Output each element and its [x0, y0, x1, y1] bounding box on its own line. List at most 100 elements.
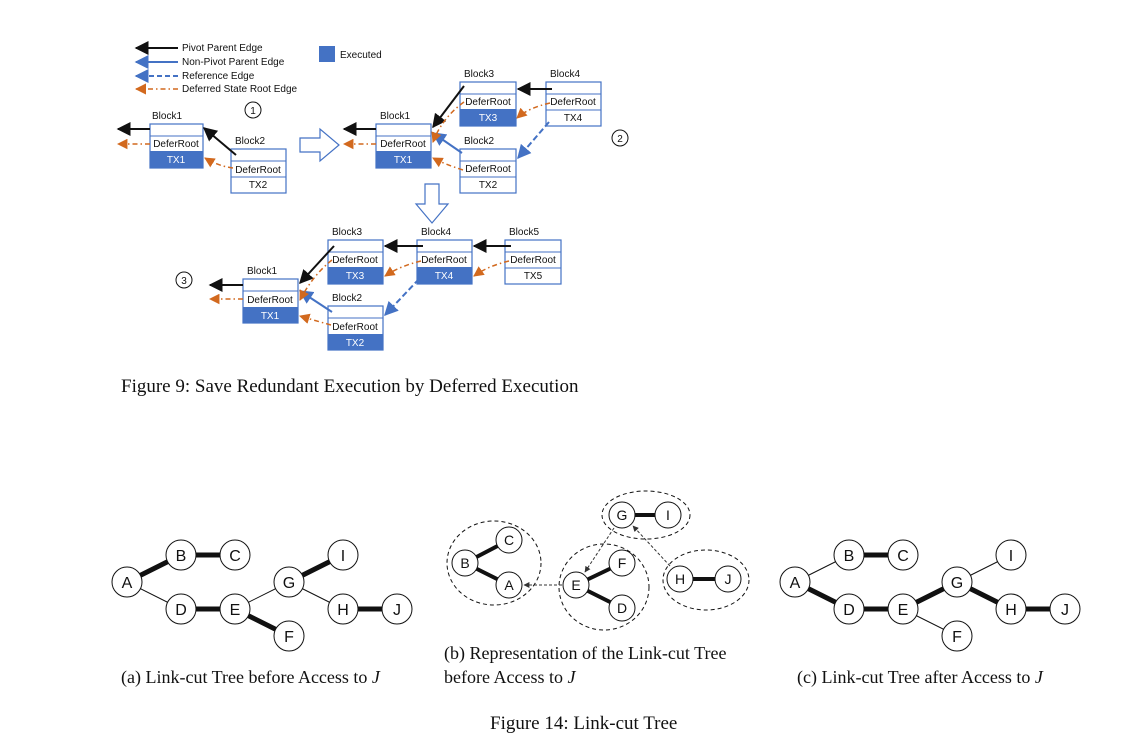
svg-text:C: C	[897, 548, 909, 565]
svg-text:G: G	[283, 575, 295, 592]
tx-cell-executed	[460, 109, 516, 126]
svg-text:I: I	[341, 548, 345, 565]
tree-node: G	[608, 501, 636, 529]
deferroot-cell: DeferRoot	[465, 97, 511, 108]
tree-node: I	[654, 501, 682, 529]
step-2-marker	[611, 129, 629, 147]
tree-node: F	[273, 620, 305, 652]
svg-text:J: J	[1061, 602, 1069, 619]
svg-text:C: C	[229, 548, 241, 565]
deferred-edge	[298, 313, 332, 326]
tree-node: E	[887, 593, 919, 625]
deferroot-cell: DeferRoot	[153, 139, 199, 150]
step-3-label: 3	[181, 276, 187, 287]
block-label: Block1	[247, 266, 277, 277]
block-label: Block1	[152, 111, 182, 122]
deferroot-cell: DeferRoot	[510, 255, 556, 266]
svg-text:J: J	[725, 571, 732, 587]
non-pivot-edge	[298, 290, 333, 313]
legend: Pivot Parent Edge Non-Pivot Parent Edge …	[134, 41, 382, 95]
path-parent-pointer	[632, 525, 671, 567]
tree-node: A	[495, 571, 523, 599]
deferroot-cell: DeferRoot	[550, 97, 596, 108]
step-1-label: 1	[250, 106, 256, 117]
deferred-edge	[431, 101, 465, 143]
tx4-label: TX4	[564, 113, 583, 124]
tx-cell-executed	[328, 267, 383, 284]
deferred-edge	[299, 259, 333, 301]
reference-edge	[384, 278, 420, 317]
tree-node: H	[327, 593, 359, 625]
tree-node: D	[165, 593, 197, 625]
tree-node: E	[562, 571, 590, 599]
legend-nonpivot-label: Non-Pivot Parent Edge	[182, 57, 285, 68]
deferroot-cell: DeferRoot	[332, 322, 378, 333]
legend-reference-label: Reference Edge	[182, 71, 255, 82]
path-group	[601, 490, 691, 540]
tree-node: C	[219, 539, 251, 571]
block5-box	[504, 239, 562, 285]
svg-text:B: B	[176, 548, 187, 565]
deferred-edge	[384, 260, 422, 277]
svg-text:F: F	[618, 555, 627, 571]
deferroot-cell: DeferRoot	[235, 165, 281, 176]
deferroot-cell: DeferRoot	[465, 164, 511, 175]
block-label: Block2	[332, 293, 362, 304]
transition-arrow-down	[414, 183, 450, 224]
tree-node: G	[941, 566, 973, 598]
deferroot-cell: DeferRoot	[421, 255, 467, 266]
tree-node: B	[165, 539, 197, 571]
deferred-edge	[432, 157, 464, 171]
figure-14: A B C D E F G I H J (a) Link-cut Tree be…	[111, 490, 1081, 734]
block2-box	[459, 148, 517, 194]
path-parent-pointer	[584, 527, 615, 573]
tx4-label: TX4	[435, 271, 454, 282]
tx2-label: TX2	[249, 180, 268, 191]
svg-text:A: A	[122, 575, 133, 592]
legend-executed-swatch	[319, 46, 335, 62]
tx3-label: TX3	[479, 113, 498, 124]
tree-node: F	[608, 549, 636, 577]
svg-text:F: F	[284, 629, 294, 646]
tree-representation: B C A E F D G I H J (b) Representation o…	[444, 490, 750, 687]
tx5-label: TX5	[524, 271, 543, 282]
tree-node: G	[273, 566, 305, 598]
deferred-edge	[516, 102, 551, 119]
tree-node: J	[381, 593, 413, 625]
step-3-marker	[175, 271, 193, 289]
pivot-edge	[432, 85, 465, 129]
path-group	[558, 543, 650, 631]
tree-node: I	[327, 539, 359, 571]
svg-text:I: I	[666, 507, 670, 523]
svg-text:I: I	[1009, 548, 1013, 565]
tx1-label: TX1	[261, 311, 280, 322]
deferroot-cell: DeferRoot	[332, 255, 378, 266]
tx1-label: TX1	[167, 155, 186, 166]
legend-pivot-label: Pivot Parent Edge	[182, 43, 263, 54]
svg-text:A: A	[504, 577, 514, 593]
path-group	[662, 549, 750, 611]
tree-node: C	[887, 539, 919, 571]
tree-node: E	[219, 593, 251, 625]
tx3-label: TX3	[346, 271, 365, 282]
tree-node: I	[995, 539, 1027, 571]
block-label: Block3	[332, 227, 362, 238]
figure-9-caption: Figure 9: Save Redundant Execution by De…	[121, 376, 579, 397]
svg-text:J: J	[393, 602, 401, 619]
svg-text:G: G	[951, 575, 963, 592]
tree-node: H	[666, 565, 694, 593]
subcaption-b-line2: before Access to J	[444, 667, 576, 687]
pivot-edge	[202, 127, 237, 156]
step-2-diagram: Block1 DeferRoot TX1 Block3 DeferRoot TX…	[342, 69, 602, 194]
tree-node: H	[995, 593, 1027, 625]
path-group	[446, 520, 542, 606]
tx1-label: TX1	[394, 155, 413, 166]
tree-before-access: A B C D E F G I H J (a) Link-cut Tree be…	[111, 539, 413, 688]
svg-text:B: B	[844, 548, 855, 565]
tree-node: J	[714, 565, 742, 593]
svg-text:E: E	[571, 577, 580, 593]
tx2-label: TX2	[346, 338, 365, 349]
tree-node: C	[495, 526, 523, 554]
tx-cell-executed	[328, 334, 383, 350]
non-pivot-edge	[431, 132, 463, 154]
